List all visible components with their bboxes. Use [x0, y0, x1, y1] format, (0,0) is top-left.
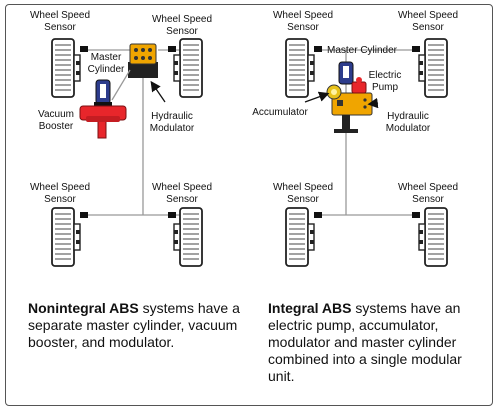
label-hydraulic-modulator-line1: Hydraulic [151, 111, 193, 122]
nonintegral-abs-title: Nonintegral ABS [28, 300, 139, 316]
label-electric-pump-line2: Pump [372, 82, 399, 93]
front-left-wheel [51, 38, 88, 98]
accumulator [326, 84, 342, 100]
label-rear-right-sensor-line2: Sensor [166, 194, 198, 205]
label-rear-right-sensor-line1: Wheel Speed [398, 182, 458, 193]
modulator-pointer-arrow [150, 80, 166, 103]
front-right-wheel [168, 38, 203, 98]
label-front-right-sensor-line2: Sensor [166, 26, 198, 37]
brake-lines [321, 49, 412, 216]
rear-left-wheel [51, 207, 88, 267]
integral-abs-caption: Integral ABS systems have an electric pu… [268, 300, 483, 385]
label-hydraulic-modulator-line1: Hydraulic [387, 111, 429, 122]
wheel-speed-sensor-icon [412, 212, 420, 218]
rear-left-wheel [285, 207, 322, 267]
hydraulic-modulator [128, 43, 158, 78]
label-rear-right-sensor-line2: Sensor [412, 194, 444, 205]
label-master-cylinder-line1: Master [91, 52, 122, 63]
figure-frame [5, 4, 493, 406]
label-rear-left-sensor-line1: Wheel Speed [273, 182, 333, 193]
front-left-wheel [285, 38, 322, 98]
label-hydraulic-modulator-line2: Modulator [386, 123, 431, 134]
integral-abs-unit [326, 61, 373, 133]
label-front-left-sensor-line1: Wheel Speed [30, 10, 90, 21]
front-right-wheel [412, 38, 448, 98]
label-master-cylinder: Master Cylinder [327, 45, 398, 56]
label-rear-right-sensor-line1: Wheel Speed [152, 182, 212, 193]
label-front-right-sensor-line2: Sensor [412, 22, 444, 33]
wheel-speed-sensor-icon [168, 46, 176, 52]
vacuum-booster [79, 105, 127, 139]
integral-abs-diagram: Wheel Speed Sensor Wheel Speed Sensor Ma… [252, 10, 458, 267]
label-vacuum-booster-line1: Vacuum [38, 109, 74, 120]
modulator-pointer-arrow [367, 97, 379, 109]
label-rear-left-sensor-line2: Sensor [287, 194, 319, 205]
label-hydraulic-modulator-line2: Modulator [150, 123, 195, 134]
master-cylinder [94, 79, 112, 106]
wheel-speed-sensor-icon [168, 212, 176, 218]
nonintegral-abs-description: systems have a separate master cylinder,… [28, 300, 240, 350]
wheel-speed-sensor-icon [314, 212, 322, 218]
wheel-speed-sensor-icon [80, 212, 88, 218]
label-master-cylinder-line2: Cylinder [88, 64, 125, 75]
label-vacuum-booster-line2: Booster [39, 121, 74, 132]
rear-right-wheel [412, 207, 448, 267]
label-front-left-sensor-line2: Sensor [287, 22, 319, 33]
master-cylinder [338, 61, 354, 85]
integral-abs-description: systems have an electric pump, accumulat… [268, 300, 462, 384]
label-rear-left-sensor-line2: Sensor [44, 194, 76, 205]
label-front-left-sensor-line1: Wheel Speed [273, 10, 333, 21]
rear-right-wheel [168, 207, 203, 267]
electric-pump [351, 77, 367, 94]
integral-abs-title: Integral ABS [268, 300, 352, 316]
wheel-speed-sensor-icon [314, 46, 322, 52]
nonintegral-abs-diagram: Wheel Speed Sensor Wheel Speed Sensor Ma… [30, 10, 212, 267]
label-rear-left-sensor-line1: Wheel Speed [30, 182, 90, 193]
label-front-right-sensor-line1: Wheel Speed [152, 14, 212, 25]
label-front-right-sensor-line1: Wheel Speed [398, 10, 458, 21]
wheel-speed-sensor-icon [412, 46, 420, 52]
label-accumulator: Accumulator [252, 107, 308, 118]
nonintegral-abs-caption: Nonintegral ABS systems have a separate … [28, 300, 253, 351]
label-electric-pump-line1: Electric [369, 70, 402, 81]
label-front-left-sensor-line2: Sensor [44, 22, 76, 33]
wheel-speed-sensor-icon [80, 46, 88, 52]
accumulator-pointer-arrow [304, 91, 330, 103]
